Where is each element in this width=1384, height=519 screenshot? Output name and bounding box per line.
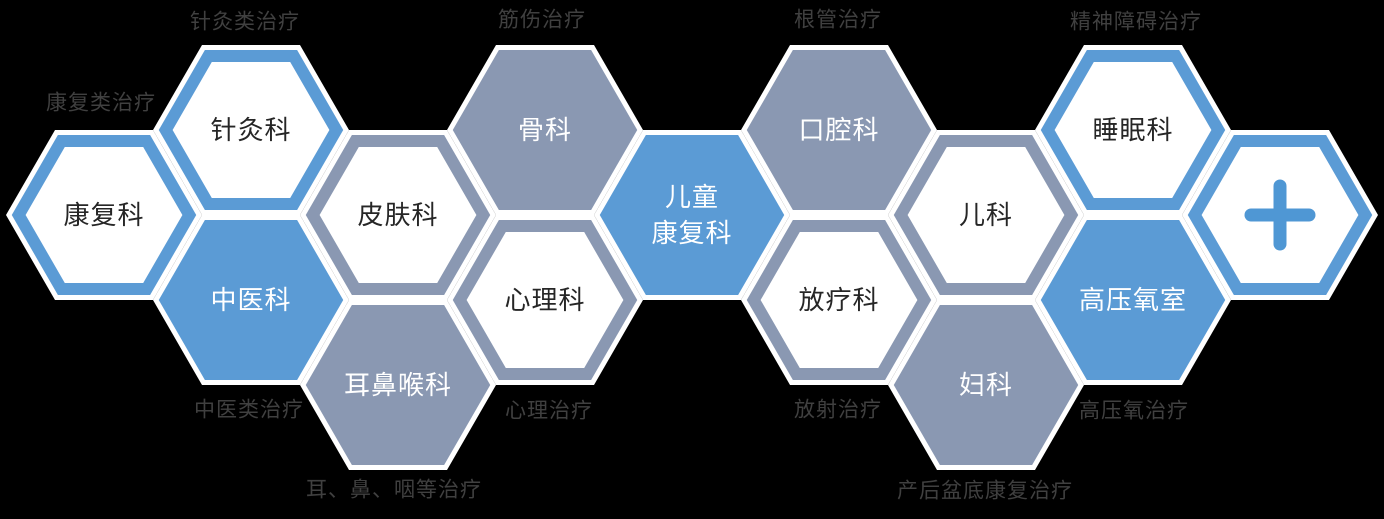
hexagon-acupuncture: 针灸科	[153, 45, 349, 215]
hexagon-label: 放疗科	[798, 285, 879, 315]
hexagon-interior	[760, 232, 918, 368]
hexagon-label: 康复科	[651, 218, 732, 248]
hexagon-label: 口腔科	[798, 115, 879, 145]
treatment-label-radiation-treatment: 放射治疗	[794, 399, 882, 422]
hexagon-label: 中医科	[210, 285, 291, 315]
hexagon-hyperbaric-oxygen: 高压氧室	[1035, 215, 1231, 385]
treatment-label-hyperbaric-oxygen-treatment: 高压氧治疗	[1079, 400, 1189, 423]
add-hexagon-button[interactable]	[1182, 130, 1378, 300]
treatment-label-rehab-treatments: 康复类治疗	[46, 92, 156, 115]
hexagon-gynecology: 妇科	[888, 300, 1084, 470]
hexagon-orthopedics: 骨科	[447, 45, 643, 215]
hexagon-label: 皮肤科	[357, 200, 438, 230]
hexagon-psychology: 心理科	[447, 215, 643, 385]
hexagon-stomatology: 口腔科	[741, 45, 937, 215]
hexagon-body	[158, 220, 344, 380]
treatment-label-psychological-treatment: 心理治疗	[505, 400, 593, 423]
hexagon-label: 睡眠科	[1092, 115, 1173, 145]
hexagon-label: 高压氧室	[1079, 285, 1187, 315]
treatment-label-ear-nose-throat-treatments: 耳、鼻、咽等治疗	[306, 479, 482, 502]
hexagon-pediatrics: 儿科	[888, 130, 1084, 300]
hexagon-body	[1040, 220, 1226, 380]
hexagon-label: 骨科	[518, 115, 572, 145]
hexagon-interior	[1054, 62, 1212, 198]
hexagon-tcm: 中医科	[153, 215, 349, 385]
hexagon-body	[893, 305, 1079, 465]
hexagon-radiotherapy: 放疗科	[741, 215, 937, 385]
hexagon-interior	[172, 62, 330, 198]
hexagon-interior	[907, 147, 1065, 283]
hexagon-body	[599, 135, 785, 295]
hexagon-dermatology: 皮肤科	[300, 130, 496, 300]
hexagon-interior	[466, 232, 624, 368]
hexagon-interior	[319, 147, 477, 283]
hexagon-body	[305, 305, 491, 465]
hexagon-label: 心理科	[504, 285, 585, 315]
hexagon-label: 儿童	[665, 182, 719, 212]
hexagon-label: 康复科	[63, 200, 144, 230]
treatment-label-mental-disorder-treatment: 精神障碍治疗	[1070, 11, 1202, 34]
treatment-label-acupuncture-treatments: 针灸类治疗	[190, 11, 300, 34]
treatment-label-muscle-injury-treatment: 筋伤治疗	[498, 9, 586, 32]
hexagon-ent: 耳鼻喉科	[300, 300, 496, 470]
hexagon-sleep-medicine: 睡眠科	[1035, 45, 1231, 215]
treatment-label-postpartum-pelvic-floor-rehab: 产后盆底康复治疗	[897, 480, 1073, 503]
treatment-label-tcm-treatments: 中医类治疗	[194, 399, 304, 422]
hexagon-label: 儿科	[959, 200, 1013, 230]
hexagon-label: 妇科	[959, 370, 1013, 400]
hexagon-body	[746, 50, 932, 210]
treatment-label-root-canal-treatment: 根管治疗	[794, 9, 882, 32]
hexagon-rehabilitation: 康复科	[6, 130, 202, 300]
hexagon-interior	[25, 147, 183, 283]
hexagon-label: 耳鼻喉科	[344, 370, 452, 400]
hexagon-label: 针灸科	[210, 115, 291, 145]
hexagon-body	[452, 50, 638, 210]
